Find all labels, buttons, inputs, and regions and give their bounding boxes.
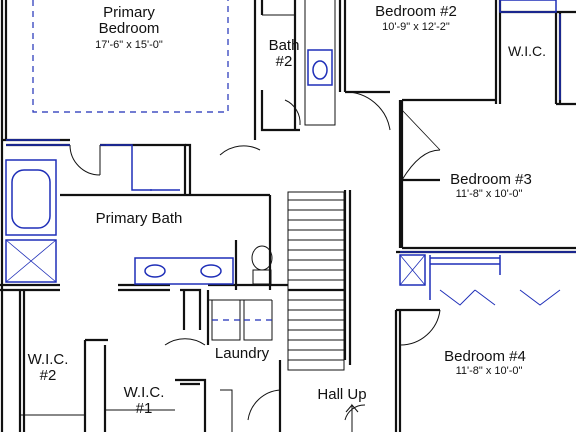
wic1-name-line2: #1 xyxy=(135,399,153,417)
bath2-name-line1: Bath xyxy=(268,37,300,54)
stairs xyxy=(287,191,359,432)
bedroom4-name: Bedroom #4 xyxy=(444,348,526,365)
bedroom2-name: Bedroom #2 xyxy=(375,3,457,20)
primary-bedroom-dimensions: 17'-6" x 15'-0" xyxy=(95,39,163,51)
bath2-label: Bath #2 xyxy=(269,38,300,70)
wic-top-label: W.I.C. xyxy=(507,43,547,59)
toilet xyxy=(251,245,273,285)
primary-bedroom-name-line2: Bedroom xyxy=(98,19,160,37)
interior-lines xyxy=(20,0,441,432)
laundry-label: Laundry xyxy=(214,345,270,362)
primary-bath-label: Primary Bath xyxy=(95,210,183,227)
primary-bedroom-label: Primary Bedroom xyxy=(99,5,160,37)
bath2-name-line2: #2 xyxy=(275,52,293,70)
bedroom3-name: Bedroom #3 xyxy=(450,171,532,188)
bedroom4-dimensions: 11'-8" x 10'-0" xyxy=(455,365,523,377)
wic2-name-line1: W.I.C. xyxy=(27,351,69,368)
wic2-name-line2: #2 xyxy=(39,366,57,384)
primary-bedroom-name-line1: Primary xyxy=(103,4,155,21)
wic2-label: W.I.C. #2 xyxy=(28,352,69,384)
wic1-name-line1: W.I.C. xyxy=(123,384,165,401)
bedroom3-dimensions: 11'-8" x 10'-0" xyxy=(455,188,523,200)
wic1-label: W.I.C. #1 xyxy=(124,385,165,417)
hall-up-label: Hall Up xyxy=(317,386,367,403)
fixtures xyxy=(5,0,576,306)
door-swings xyxy=(69,91,441,421)
dashed-outlines xyxy=(32,0,272,321)
bedroom2-dimensions: 10'-9" x 12'-2" xyxy=(382,21,450,33)
